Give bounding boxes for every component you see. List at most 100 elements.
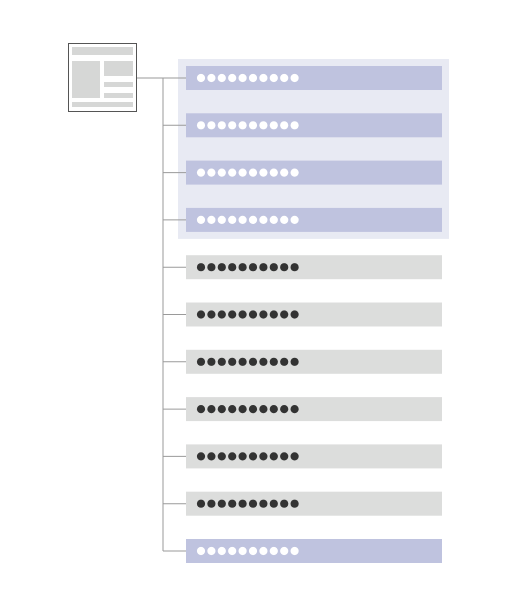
placeholder-text-dot — [259, 73, 268, 83]
placeholder-text-dot — [248, 263, 258, 272]
placeholder-text-dot — [207, 405, 216, 414]
placeholder-text-dot — [248, 215, 258, 224]
placeholder-text-dot — [238, 73, 247, 83]
placeholder-text-dot — [280, 310, 289, 319]
placeholder-text-dot — [248, 73, 258, 83]
page-icon-image-block — [72, 61, 100, 98]
placeholder-text-dot — [280, 452, 289, 461]
placeholder-text-dot — [290, 452, 299, 461]
placeholder-text-dot — [280, 546, 289, 556]
placeholder-text-dot — [196, 452, 206, 461]
placeholder-text-dot — [269, 310, 278, 319]
placeholder-text-dot — [196, 73, 206, 83]
placeholder-text-dot — [196, 168, 206, 177]
placeholder-text-dot — [280, 168, 289, 177]
placeholder-text-dot — [280, 405, 289, 414]
placeholder-text-dot — [196, 499, 206, 508]
placeholder-text-dot — [207, 357, 216, 366]
placeholder-text-dot — [217, 310, 226, 319]
placeholder-text-dot — [207, 546, 216, 556]
placeholder-text-dot — [269, 73, 278, 83]
placeholder-text-dot — [259, 499, 268, 508]
placeholder-text-dot — [290, 215, 299, 224]
placeholder-text-dot — [290, 546, 299, 556]
placeholder-text-dot — [269, 357, 278, 366]
placeholder-text-dot — [290, 357, 299, 366]
placeholder-text-dot — [248, 452, 258, 461]
placeholder-text-dot — [196, 310, 206, 319]
placeholder-text-dot — [259, 357, 268, 366]
placeholder-text-dot — [228, 168, 237, 177]
placeholder-text-dot — [228, 452, 237, 461]
placeholder-text-dot — [248, 310, 258, 319]
placeholder-text-dot — [248, 499, 258, 508]
page-icon-text-line — [104, 82, 133, 87]
page-icon-text-block — [104, 61, 133, 76]
placeholder-text-dot — [228, 405, 237, 414]
placeholder-text-dot — [269, 168, 278, 177]
placeholder-text-dot — [248, 546, 258, 556]
placeholder-text-dot — [207, 121, 216, 130]
placeholder-text-dot — [217, 499, 226, 508]
placeholder-text-dot — [207, 73, 216, 83]
placeholder-text-dot — [280, 357, 289, 366]
placeholder-text-dot — [248, 405, 258, 414]
placeholder-text-dot — [248, 168, 258, 177]
placeholder-text-dot — [269, 405, 278, 414]
placeholder-text-dot — [290, 263, 299, 272]
placeholder-text-dot — [238, 405, 247, 414]
placeholder-text-dot — [259, 121, 268, 130]
placeholder-text-dot — [280, 263, 289, 272]
placeholder-text-dot — [259, 168, 268, 177]
placeholder-text-dot — [269, 263, 278, 272]
placeholder-text-dot — [217, 215, 226, 224]
placeholder-text-dot — [238, 452, 247, 461]
placeholder-text-dot — [280, 215, 289, 224]
placeholder-text-dot — [228, 215, 237, 224]
placeholder-text-dot — [207, 452, 216, 461]
placeholder-text-dot — [228, 263, 237, 272]
placeholder-text-dot — [269, 499, 278, 508]
page-icon-text-line — [104, 93, 133, 98]
placeholder-text-dot — [217, 357, 226, 366]
placeholder-text-dot — [259, 405, 268, 414]
placeholder-text-dot — [238, 310, 247, 319]
placeholder-text-dot — [238, 263, 247, 272]
placeholder-text-dot — [269, 215, 278, 224]
placeholder-text-dot — [196, 121, 206, 130]
placeholder-text-dot — [259, 452, 268, 461]
placeholder-text-dot — [207, 310, 216, 319]
placeholder-text-dot — [217, 546, 226, 556]
placeholder-text-dot — [290, 310, 299, 319]
placeholder-text-dot — [259, 215, 268, 224]
placeholder-text-dot — [269, 452, 278, 461]
placeholder-text-dot — [259, 546, 268, 556]
placeholder-text-dot — [290, 73, 299, 83]
placeholder-text-dot — [228, 73, 237, 83]
placeholder-text-dot — [196, 357, 206, 366]
placeholder-text-dot — [228, 121, 237, 130]
placeholder-text-dot — [248, 121, 258, 130]
page-icon-footer-block — [72, 102, 133, 107]
placeholder-text-dot — [238, 499, 247, 508]
placeholder-text-dot — [217, 452, 226, 461]
placeholder-text-dot — [217, 263, 226, 272]
placeholder-text-dot — [259, 310, 268, 319]
placeholder-text-dot — [238, 546, 247, 556]
placeholder-text-dot — [269, 546, 278, 556]
placeholder-text-dot — [196, 215, 206, 224]
placeholder-text-dot — [280, 499, 289, 508]
placeholder-text-dot — [196, 263, 206, 272]
placeholder-text-dot — [217, 405, 226, 414]
placeholder-text-dot — [217, 168, 226, 177]
placeholder-text-dot — [280, 121, 289, 130]
placeholder-text-dot — [259, 263, 268, 272]
placeholder-text-dot — [238, 121, 247, 130]
placeholder-text-dot — [207, 499, 216, 508]
placeholder-text-dot — [217, 73, 226, 83]
placeholder-text-dot — [238, 357, 247, 366]
placeholder-text-dot — [269, 121, 278, 130]
placeholder-text-dot — [290, 405, 299, 414]
placeholder-text-dot — [196, 405, 206, 414]
placeholder-text-dot — [238, 215, 247, 224]
